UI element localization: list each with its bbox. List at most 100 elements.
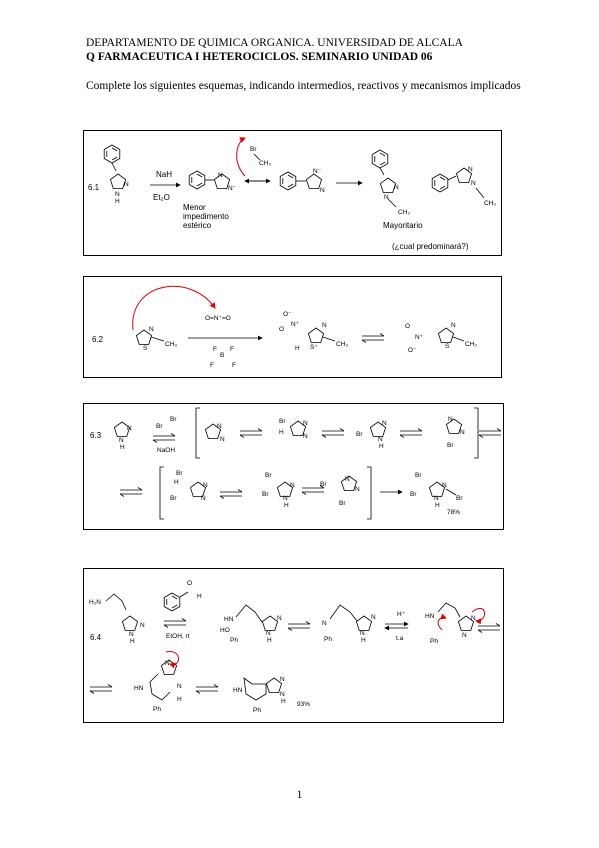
h-6-3-c: H bbox=[379, 443, 384, 450]
br-6-3-f: Br bbox=[265, 472, 272, 479]
h-6-3-e: H bbox=[284, 502, 289, 509]
n-6-1-c: N bbox=[320, 187, 325, 194]
menor-3: estérico bbox=[183, 221, 212, 230]
bf4-f3: F bbox=[210, 362, 214, 369]
nminus-6-3-a: N bbox=[220, 436, 225, 443]
scheme-6-4-box bbox=[83, 568, 504, 723]
n-6-3-h: N bbox=[448, 416, 453, 423]
n-6-1-e: N bbox=[384, 194, 389, 201]
ta: t.a bbox=[396, 635, 404, 642]
scheme-6-3-box bbox=[83, 403, 504, 530]
ch3-6-1-a: CH₃ bbox=[259, 160, 271, 167]
bf4-f1: F bbox=[213, 346, 217, 353]
n-6-4-h: N bbox=[471, 615, 476, 622]
n-6-3-f: N bbox=[382, 420, 387, 427]
h-6-4-d: H bbox=[361, 637, 366, 644]
s-6-2-b: S bbox=[445, 343, 450, 350]
hplus: H⁺ bbox=[397, 611, 406, 618]
h-6-3-f: H bbox=[435, 502, 440, 509]
n-6-3-n: N bbox=[355, 486, 360, 493]
h-6-4-e: H bbox=[177, 696, 182, 703]
n-6-2-b: N bbox=[322, 322, 327, 329]
bf4-b: B bbox=[220, 352, 224, 359]
splus-6-2-a: S⁺ bbox=[310, 344, 318, 351]
ph-6-4-a: Ph bbox=[230, 637, 238, 644]
n-6-3-i: N bbox=[203, 482, 208, 489]
n-6-1-f: N bbox=[468, 166, 473, 173]
br-6-3-i: Br bbox=[339, 500, 346, 507]
header-line-2: Q FARMACEUTICA I HETEROCICLOS. SEMINARIO… bbox=[86, 51, 433, 63]
br-6-3-e: Br bbox=[170, 495, 177, 502]
ch3-6-2-a: CH₃ bbox=[165, 341, 177, 348]
br-6-3-k: Br bbox=[410, 491, 417, 498]
n-6-3-b: N bbox=[119, 437, 124, 444]
br2-a: Br bbox=[156, 423, 163, 430]
n-6-4-f: N bbox=[371, 614, 376, 621]
br-6-3-b: Br bbox=[356, 431, 363, 438]
n-6-4-m: N bbox=[280, 691, 285, 698]
n-6-4-a: N bbox=[140, 622, 145, 629]
n-6-1-d: N bbox=[394, 184, 399, 191]
ch3-6-1-b: CH₃ bbox=[398, 209, 410, 216]
n-6-3-d: N bbox=[303, 420, 308, 427]
n-6-3-m: N bbox=[345, 476, 350, 483]
ch3-6-2-c: CH₃ bbox=[465, 341, 477, 348]
n-6-2-a: N bbox=[149, 326, 154, 333]
n-6-4-e: N bbox=[322, 620, 327, 627]
n-6-3-g: N bbox=[378, 436, 383, 443]
o-6-4: O bbox=[187, 580, 192, 587]
label-6-1: 6.1 bbox=[88, 183, 100, 192]
n-6-4-g: N bbox=[360, 630, 365, 637]
ho-6-4: HO bbox=[220, 627, 230, 634]
n-6-3-p: N bbox=[434, 495, 439, 502]
nminus-6-3-b: N bbox=[460, 429, 465, 436]
h-6-4-a: H bbox=[130, 638, 135, 645]
br-6-3-g: Br bbox=[262, 491, 269, 498]
n-6-3-a: N bbox=[127, 425, 132, 432]
h-6-3-d: H bbox=[174, 479, 179, 486]
scheme-6-1: 6.1 N N H NaH Et₂O N⁻ N Menor impediment… bbox=[88, 137, 496, 251]
n-6-4-c: N bbox=[277, 615, 282, 622]
label-6-3: 6.3 bbox=[90, 431, 102, 440]
n-6-4-d: N bbox=[266, 630, 271, 637]
nh-6-1-a: N bbox=[115, 191, 120, 198]
h-6-3-a: H bbox=[120, 444, 125, 451]
nplus-6-2-a: N⁺ bbox=[291, 321, 300, 328]
reagent-nah: NaH bbox=[156, 170, 172, 179]
scheme-6-4: 6.4 H₂N N N H O H EtOH, rt HN HO Ph N N … bbox=[89, 580, 501, 714]
ph-6-4-e: Ph bbox=[253, 707, 261, 714]
n-6-2-c: N bbox=[451, 322, 456, 329]
hn-6-4-b: HN bbox=[425, 613, 435, 620]
h-6-4-b: H bbox=[197, 593, 202, 600]
bf4-f2: F bbox=[230, 346, 234, 353]
etoh: EtOH, rt bbox=[166, 633, 190, 640]
nplus-6-2-b: N⁺ bbox=[415, 334, 424, 341]
n-6-4-k: N bbox=[177, 683, 182, 690]
h-6-4-c: H bbox=[267, 637, 272, 644]
hn-6-4-d: HN bbox=[233, 687, 243, 694]
hn-6-4-c: HN bbox=[134, 685, 144, 692]
menor-1: Menor bbox=[183, 203, 206, 212]
h-6-3-b: H bbox=[279, 429, 284, 436]
o-6-2-b: O bbox=[279, 326, 284, 333]
n-6-4-i: N bbox=[462, 632, 467, 639]
br-6-3-d: Br bbox=[176, 470, 183, 477]
naoh: NaOH bbox=[157, 447, 175, 454]
ph-6-4-b: Ph bbox=[324, 636, 332, 643]
br2-b: Br bbox=[170, 416, 177, 423]
ph-6-4-c: Ph bbox=[430, 638, 438, 645]
ch3-6-1-c: CH₃ bbox=[484, 200, 496, 207]
n-6-1-b: N bbox=[218, 172, 223, 179]
page-number: 1 bbox=[296, 789, 303, 801]
hn-6-4-a: HN bbox=[224, 616, 234, 623]
h-6-1-a: H bbox=[115, 198, 120, 205]
label-6-4: 6.4 bbox=[90, 633, 102, 642]
o-6-2-a: O⁻ bbox=[283, 311, 292, 318]
label-mayoritario: Mayoritario bbox=[383, 221, 423, 230]
header-line-1: DEPARTAMENTO DE QUIMICA ORGANICA. UNIVER… bbox=[86, 37, 463, 49]
o-6-2-c: O bbox=[405, 323, 410, 330]
n-6-4-l: N bbox=[280, 676, 285, 683]
h2n: H₂N bbox=[89, 599, 101, 606]
n-6-3-o: N bbox=[442, 482, 447, 489]
